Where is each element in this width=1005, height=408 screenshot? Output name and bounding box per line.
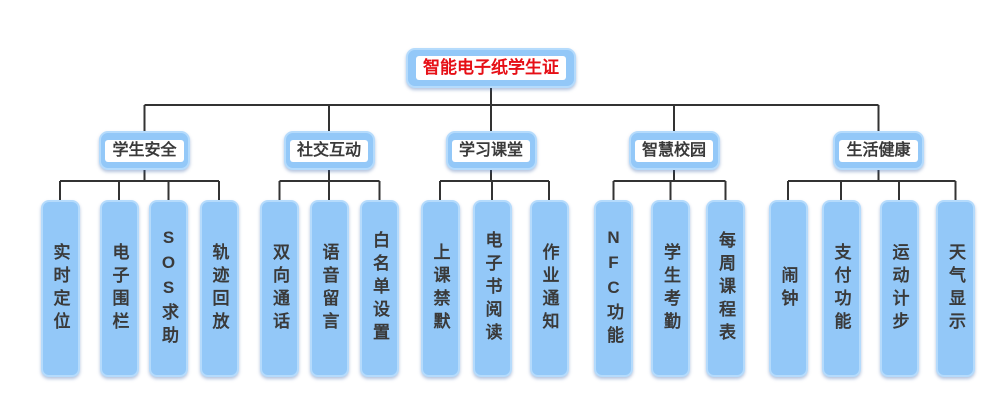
- category-node: 生活健康: [833, 131, 924, 170]
- leaf-label: 白名单设置: [370, 231, 389, 346]
- leaf-node: 每周课程表: [706, 200, 745, 377]
- leaf-node: 语音留言: [309, 200, 349, 377]
- leaf-label: 支付功能: [831, 242, 851, 335]
- leaf-label: 每周课程表: [716, 231, 735, 346]
- category-label: 生活健康: [839, 139, 918, 162]
- leaf-label: 轨迹回放: [209, 242, 229, 335]
- leaf-label: 学生考勤: [661, 242, 680, 335]
- leaf-label: 双向通话: [270, 242, 289, 335]
- leaf-label: SOS求助: [159, 228, 178, 349]
- category-node: 智慧校园: [628, 131, 720, 170]
- category-node: 学生安全: [99, 131, 190, 170]
- leaf-label: NFC功能: [604, 228, 623, 349]
- leaf-label: 闹钟: [778, 265, 798, 312]
- leaf-label: 实时定位: [50, 242, 70, 335]
- leaf-node: 学生考勤: [651, 200, 690, 377]
- leaf-label: 运动计步: [889, 242, 909, 335]
- root-label: 智能电子纸学生证: [416, 56, 566, 80]
- leaf-node: SOS求助: [149, 200, 188, 377]
- leaf-node: 电子书阅读: [472, 200, 512, 377]
- category-node: 社交互动: [283, 131, 375, 170]
- leaf-node: 支付功能: [821, 200, 861, 377]
- leaf-label: 天气显示: [946, 242, 965, 335]
- leaf-label: 电子围栏: [109, 242, 129, 335]
- category-node: 学习课堂: [445, 131, 537, 170]
- leaf-node: 作业通知: [529, 200, 569, 377]
- leaf-node: 闹钟: [768, 200, 808, 377]
- category-label: 社交互动: [289, 139, 368, 162]
- category-label: 学习课堂: [451, 139, 530, 162]
- leaf-node: 实时定位: [40, 200, 80, 377]
- leaf-node: 双向通话: [260, 200, 299, 377]
- leaf-label: 语音留言: [319, 242, 339, 335]
- leaf-label: 上课禁默: [430, 242, 450, 335]
- root-node: 智能电子纸学生证: [406, 48, 576, 88]
- leaf-node: 轨迹回放: [199, 200, 239, 377]
- leaf-node: 电子围栏: [99, 200, 139, 377]
- leaf-node: 上课禁默: [420, 200, 460, 377]
- category-label: 智慧校园: [634, 139, 713, 162]
- leaf-node: 白名单设置: [360, 200, 399, 377]
- category-label: 学生安全: [105, 139, 184, 162]
- leaf-node: 天气显示: [936, 200, 975, 377]
- leaf-label: 电子书阅读: [482, 231, 502, 346]
- leaf-node: NFC功能: [594, 200, 633, 377]
- leaf-node: 运动计步: [879, 200, 919, 377]
- leaf-label: 作业通知: [539, 242, 559, 335]
